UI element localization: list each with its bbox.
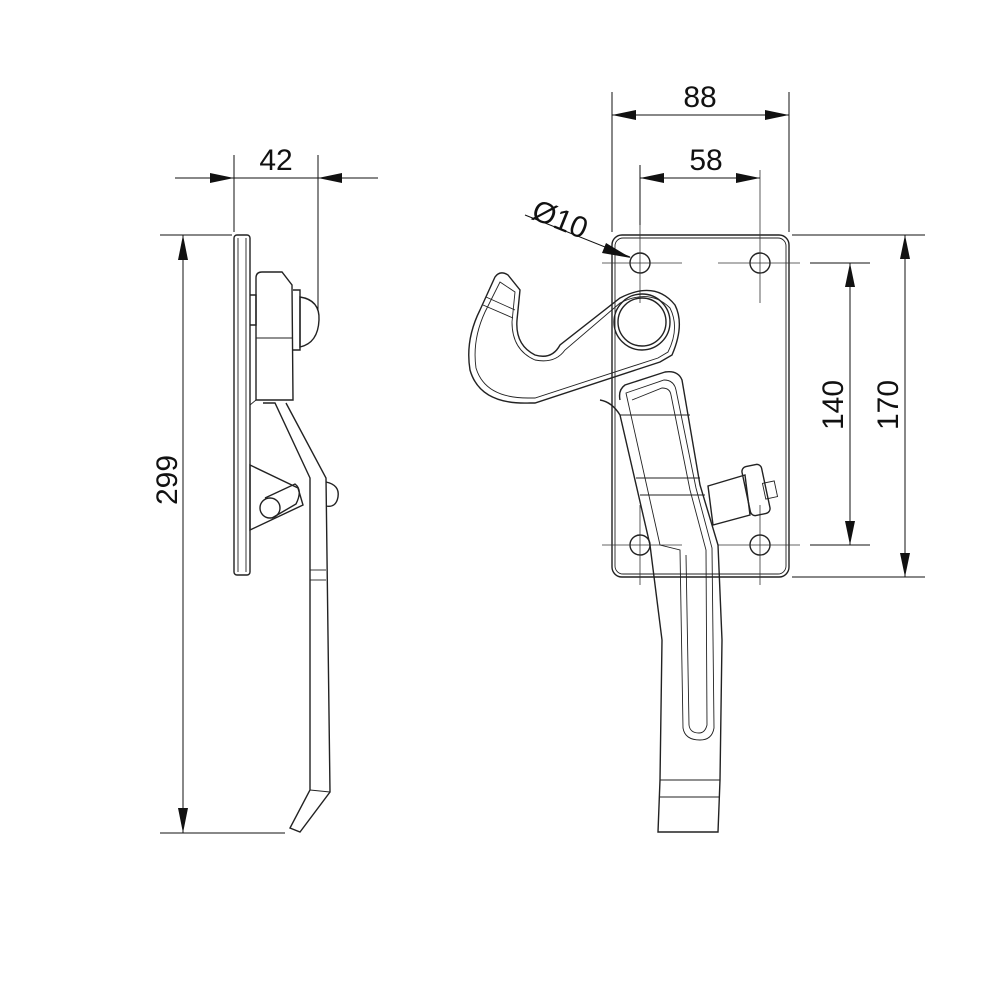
pivot-bracket (249, 463, 304, 532)
front-mounting-plate (611, 234, 790, 578)
pivot-boss (613, 293, 671, 351)
front-lever (599, 370, 723, 833)
dimension-140: 140 (810, 262, 870, 546)
front-view (468, 170, 800, 833)
lock-button-knob (741, 463, 771, 517)
lever-slot (625, 379, 715, 741)
side-view (233, 234, 339, 833)
pivot-pin (259, 497, 281, 519)
dimension-170: 170 (792, 234, 925, 578)
dimension-42: 42 (175, 144, 378, 310)
hook (468, 272, 680, 404)
dimension-label-58: 58 (689, 144, 722, 177)
side-mounting-plate (233, 234, 251, 576)
mounting-holes (602, 170, 800, 585)
dimension-299: 299 (151, 234, 285, 834)
dimension-88: 88 (611, 81, 790, 232)
dimension-label-42: 42 (259, 144, 292, 177)
dimension-label-140: 140 (817, 380, 850, 430)
dimension-label-88: 88 (683, 81, 716, 114)
side-housing (255, 271, 294, 401)
dimension-label-diameter: Ø10 (527, 194, 592, 246)
lock-button (707, 474, 751, 526)
dimension-label-170: 170 (872, 380, 905, 430)
dome-knob (299, 296, 320, 348)
side-lever (263, 402, 331, 833)
dimension-label-299: 299 (151, 455, 184, 505)
dimension-58: 58 (639, 144, 760, 225)
